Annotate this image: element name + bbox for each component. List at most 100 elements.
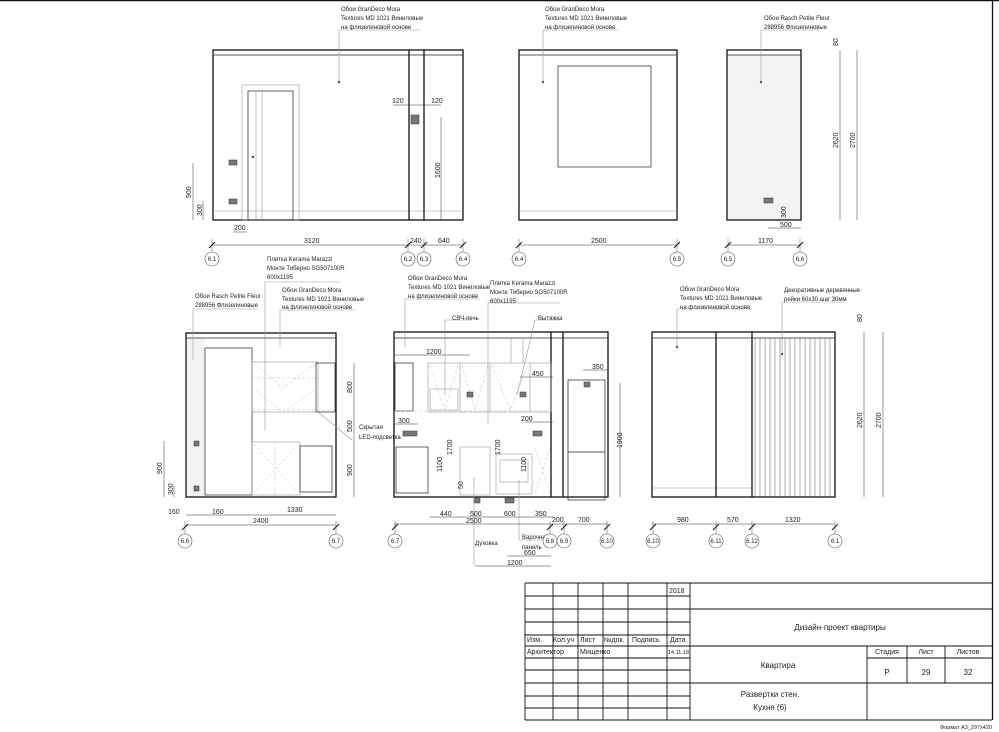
axis-marker: 6.1: [827, 521, 843, 549]
dimension-label: 2620: [833, 132, 840, 148]
dimension-label: 160: [212, 509, 224, 516]
dimension-label: 1320: [785, 517, 801, 524]
column-header: Дата: [670, 637, 686, 644]
dimension-label: 500: [780, 222, 792, 229]
annotation-text: 600х1195: [267, 275, 294, 281]
wooden-slats: [754, 338, 831, 497]
sheet-label: Лист: [918, 649, 934, 656]
dimension-label: 1600: [435, 162, 442, 178]
dimension-label: 2500: [591, 238, 607, 245]
axis-label: 6.1: [831, 539, 840, 545]
sheet-number: 29: [922, 668, 931, 677]
axis-marker: 6.11: [708, 521, 724, 549]
dimension-label: 50: [458, 481, 465, 489]
annotation-text: Textures MD 1021 Виниловые: [545, 16, 628, 22]
axis-marker: 6.1: [204, 239, 220, 267]
tall-cabinet: [204, 347, 253, 496]
annotation-text: Обои GranDeco Mora: [341, 7, 401, 13]
dimension-label: 3120: [304, 238, 320, 245]
axis-marker: 6.5: [669, 239, 685, 267]
elevation-6-6-6-7: Обои Rasch Petite Fleur 288956 Флизелино…: [157, 257, 401, 526]
dimension-label: 1700: [495, 439, 502, 455]
annotation-text: Обои GranDeco Mora: [680, 287, 740, 293]
dimension-label: 1330: [287, 507, 303, 514]
column-header: №док.: [604, 637, 625, 644]
drawing-title: Развертки стен.: [741, 690, 800, 699]
dimension-label: 2500: [466, 518, 482, 525]
wall-cabinet-glass: [394, 362, 414, 412]
year: 2018: [669, 588, 685, 595]
annotation-text: LED-подсветка: [359, 435, 401, 441]
axis-marker: 6.6: [792, 239, 808, 267]
project-title: Дизайн-проект квартиры: [794, 623, 886, 632]
annotation-text: на флизелиновой основе: [282, 304, 353, 311]
dimension-label: 120: [392, 98, 404, 105]
axis-label: 6.9: [560, 539, 569, 545]
dimension-label: 240: [410, 238, 422, 245]
socket-icon: [466, 391, 474, 398]
socket-icon: [193, 485, 200, 492]
dimension-label: 350: [592, 364, 604, 371]
dimension-label: 900: [347, 464, 354, 476]
dimension-label: 80: [833, 38, 840, 46]
door: [241, 84, 300, 221]
dimension-label: 120: [431, 98, 443, 105]
dimension-label: 200: [552, 517, 564, 524]
dimension-label: 2700: [850, 132, 857, 148]
annotation-text: Обои GranDeco Mora: [408, 276, 468, 282]
axis-label: 6.6: [181, 539, 190, 545]
dimension-label: 1700: [447, 439, 454, 455]
dimension-label: 350: [535, 511, 547, 518]
axis-marker: 6.8: [542, 521, 558, 549]
annotation-text: Textures MD 1021 Виниловые: [282, 297, 365, 303]
annotation-text: 288956 Флизелиновые: [195, 303, 259, 309]
axis-label: 6.10: [647, 539, 659, 545]
axis-marker: 6.9: [556, 521, 572, 549]
annotation-text: рейки 60х30 шаг 30мм: [784, 296, 847, 303]
annotation-text: Монте Тиберио SG507100R: [490, 290, 568, 296]
socket-icon: [532, 430, 543, 437]
dimension-label: 1200: [507, 560, 523, 567]
dimension-label: 200: [521, 416, 533, 423]
annotation-text: Обои Rasch Petite Fleur: [764, 16, 830, 22]
dimension-label: 980: [677, 517, 689, 524]
column-header: Кол.уч: [553, 637, 574, 644]
dimension-label: 300: [168, 483, 175, 495]
column-header: Лист: [580, 637, 596, 644]
dimension-label: 1170: [758, 238, 773, 245]
axis-marker: 6.6: [177, 521, 193, 549]
role: Архитектор: [527, 649, 564, 656]
axis-marker: 6.12: [744, 521, 760, 549]
elevation-6-10-6-1: Обои GranDeco Mora Textures MD 1021 Вини…: [651, 287, 884, 525]
socket-block-icon: [402, 430, 418, 437]
axis-label: 6.6: [796, 257, 805, 263]
axis-marker: 6.10: [645, 521, 661, 549]
elevation-6-7-6-10: Обои GranDeco Mora Textures MD 1021 Вини…: [393, 276, 624, 567]
annotation-text: на флизелиновой основе: [545, 24, 616, 31]
sheets-total: 32: [964, 668, 973, 677]
window: [557, 65, 652, 168]
socket-icon: [519, 391, 527, 398]
annotation-text: Textures MD 1021 Виниловые: [341, 16, 424, 22]
dimension-label: 300: [398, 418, 410, 425]
socket-icon: [228, 198, 238, 205]
dimension-label: 800: [347, 381, 354, 393]
dimension-label: 570: [727, 517, 739, 524]
annotation-text: Textures MD 1021 Виниловые: [408, 285, 491, 291]
elevation-6-4-6-5: Обои GranDeco Mora Textures MD 1021 Вини…: [518, 7, 678, 246]
axis-label: 6.5: [673, 257, 682, 263]
annotation-text: СВЧ-печь: [452, 316, 479, 322]
axis-label: 6.1: [208, 257, 217, 263]
axis-label: 6.3: [420, 257, 429, 263]
object-name: Квартира: [761, 661, 796, 670]
annotation-text: Обои GranDeco Mora: [282, 288, 342, 294]
sheets-label: Листов: [957, 649, 980, 656]
annotation-text: Плитка Kerama Marazzi: [490, 281, 555, 287]
drawing-title: Кухня (6): [753, 703, 787, 712]
dimension-label: 650: [524, 550, 536, 557]
column-header: Изм.: [527, 637, 542, 644]
annotation-text: на флизелиновой основе: [680, 304, 751, 311]
axis-label: 6.5: [724, 257, 733, 263]
dimension-label: 440: [440, 511, 452, 518]
